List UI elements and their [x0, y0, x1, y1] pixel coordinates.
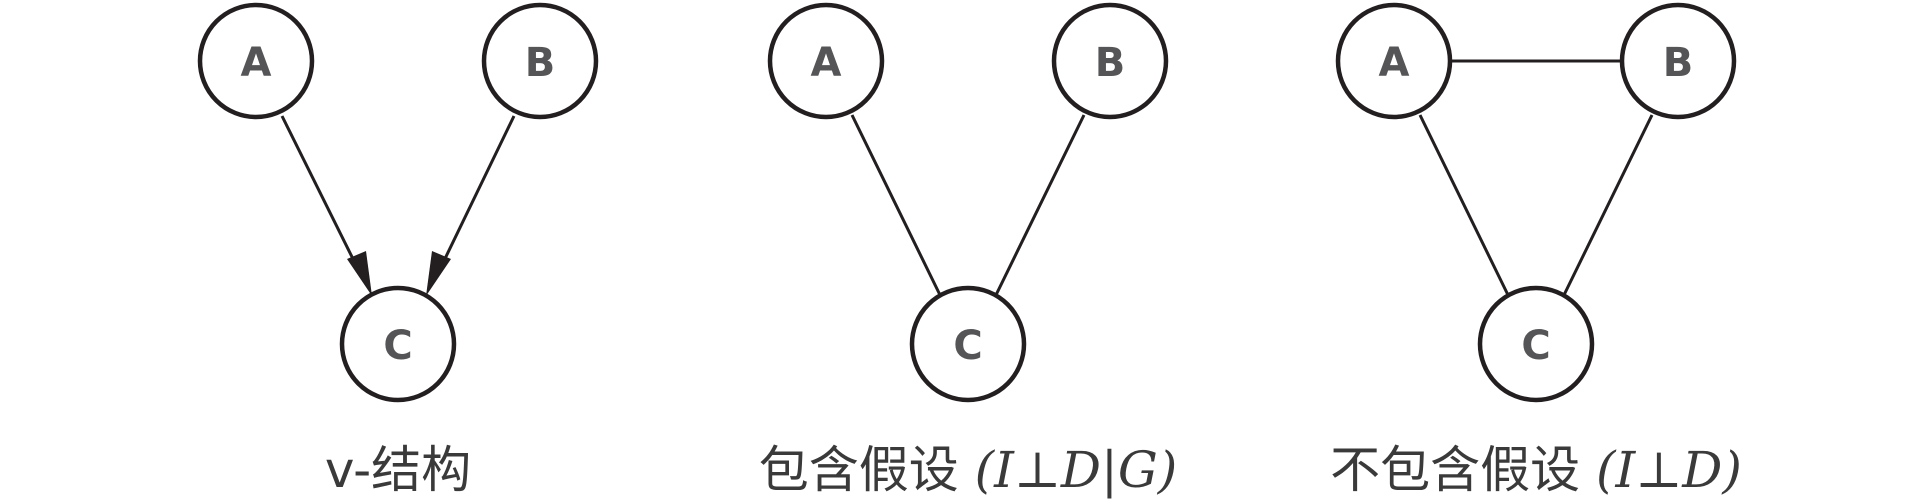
edge-b-to-c — [438, 115, 516, 270]
panel-excludes-assumption: A B C — [1335, 2, 1737, 403]
arrowhead-a-to-c — [347, 251, 372, 296]
svg-text:B: B — [1095, 40, 1126, 86]
svg-text:A: A — [241, 40, 272, 86]
edge-b-c — [1562, 114, 1654, 296]
caption-text: 不包含假设 — [1330, 441, 1597, 499]
caption-math: (I⊥D|G) — [974, 441, 1178, 499]
caption-v-structure: v-结构 — [325, 430, 471, 500]
edge-a-c — [850, 114, 942, 296]
svg-text:B: B — [1663, 40, 1694, 86]
edge-a-to-c — [280, 115, 360, 270]
caption-math: (I⊥D) — [1596, 441, 1742, 499]
node-c: C — [1477, 285, 1595, 403]
panel-includes-assumption: A B C — [767, 2, 1169, 403]
node-b: B — [1051, 2, 1169, 120]
caption-excludes-assumption: 不包含假设 (I⊥D) — [1330, 430, 1742, 500]
node-a: A — [197, 2, 315, 120]
node-a: A — [767, 2, 885, 120]
node-b: B — [1619, 2, 1737, 120]
node-a: A — [1335, 2, 1453, 120]
svg-text:C: C — [953, 323, 982, 369]
svg-text:B: B — [525, 40, 556, 86]
panel-v-structure: A B C — [197, 2, 599, 403]
svg-text:A: A — [1379, 40, 1410, 86]
edge-a-c — [1418, 114, 1510, 296]
node-c: C — [909, 285, 1027, 403]
node-c: C — [339, 285, 457, 403]
node-b: B — [481, 2, 599, 120]
svg-text:A: A — [811, 40, 842, 86]
svg-text:C: C — [383, 323, 412, 369]
edge-b-c — [994, 114, 1086, 296]
caption-includes-assumption: 包含假设 (I⊥D|G) — [759, 430, 1178, 500]
caption-text: 包含假设 — [758, 441, 975, 499]
svg-text:C: C — [1521, 323, 1550, 369]
arrowhead-b-to-c — [426, 251, 451, 296]
caption-text: v-结构 — [324, 441, 472, 499]
